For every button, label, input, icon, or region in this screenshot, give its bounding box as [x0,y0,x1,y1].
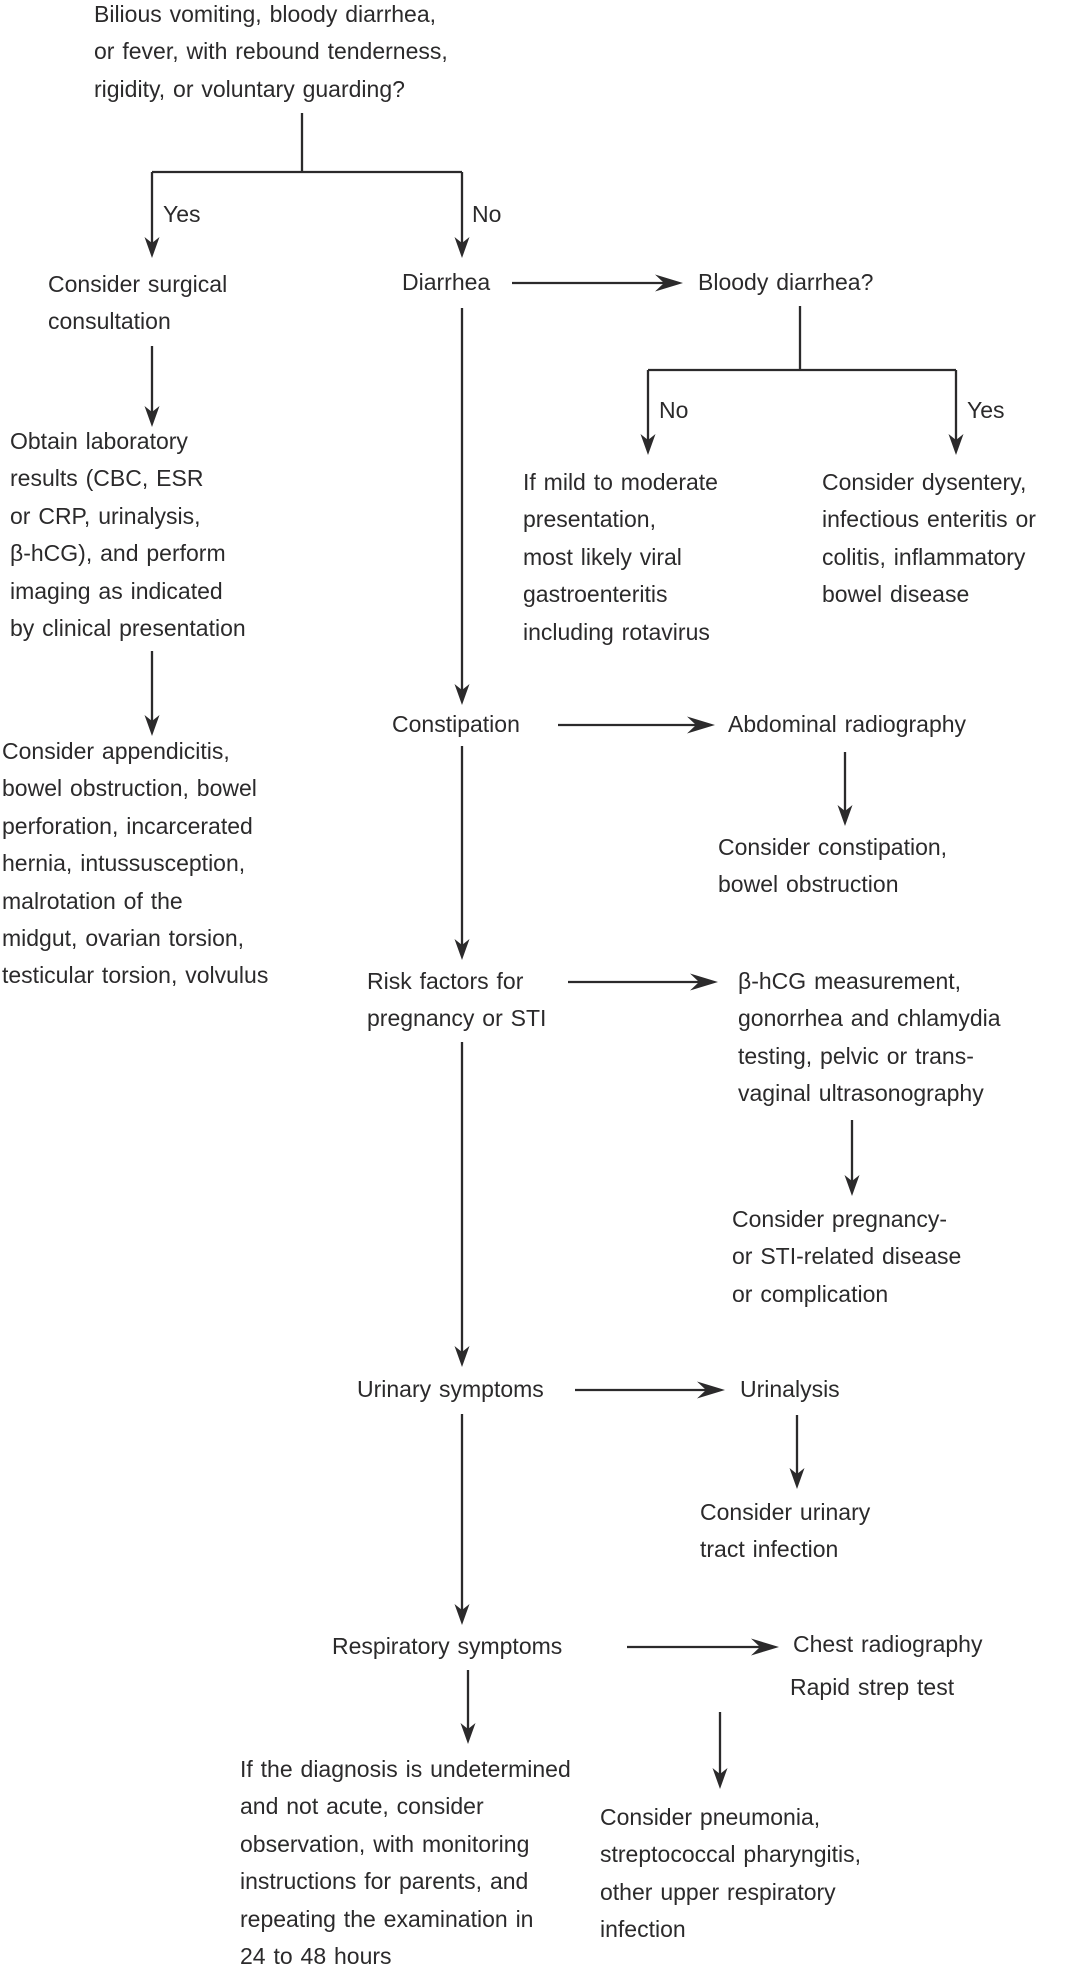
arrowhead-down-icon [454,1346,470,1367]
flow-arrow [454,746,470,960]
arrowhead-down-icon [454,939,470,960]
node-consider-constipation: Consider constipation, bowel obstruction [718,834,948,898]
node-diarrhea: Diarrhea [402,269,491,295]
node-risk-factors: Risk factors for pregnancy or STI [367,968,547,1032]
node-urinary-symptoms: Urinary symptoms [357,1376,544,1402]
arrowhead-down-icon [837,805,853,826]
flow-arrow [454,1414,470,1625]
flow-arrow [460,1670,476,1744]
flow-arrow [144,172,160,258]
arrowhead-right-icon [690,973,718,991]
node-consider-dysentery: Consider dysentery, infectious enteritis… [822,469,1036,608]
arrowhead-down-icon [640,434,656,455]
node-bloody-diarrhea: Bloody diarrhea? [698,269,874,295]
flow-arrow [454,1042,470,1367]
arrowhead-right-icon [751,1638,779,1656]
arrowhead-down-icon [144,715,160,736]
flow-arrow [144,346,160,427]
node-respiratory-symptoms: Respiratory symptoms [332,1633,563,1659]
arrowhead-down-icon [454,237,470,258]
flow-arrow [512,274,683,292]
node-chest-radiography: Chest radiography [793,1631,983,1657]
node-rapid-strep: Rapid strep test [790,1674,955,1700]
branch-label-no: No [472,201,502,227]
node-constipation: Constipation [392,711,520,737]
node-urinalysis: Urinalysis [740,1376,840,1402]
flow-arrow [789,1415,805,1489]
arrowhead-down-icon [454,684,470,705]
node-consider-surgical: Consider surgical consultation [48,271,228,335]
branch-label-no-inner: No [659,397,689,423]
arrowhead-down-icon [712,1768,728,1789]
arrowhead-right-icon [655,274,683,292]
flow-arrow [454,172,470,258]
arrowhead-right-icon [687,716,715,734]
node-consider-pregnancy: Consider pregnancy- or STI-related disea… [732,1206,962,1307]
arrowhead-down-icon [144,406,160,427]
node-if-diagnosis-undetermined: If the diagnosis is undetermined and not… [240,1756,571,1965]
arrowhead-right-icon [697,1381,725,1399]
node-if-mild: If mild to moderate presentation, most l… [523,469,718,645]
arrowhead-down-icon [844,1175,860,1196]
node-consider-pneumonia: Consider pneumonia, streptococcal pharyn… [600,1804,862,1943]
flow-arrow [844,1120,860,1196]
arrowhead-down-icon [144,237,160,258]
flow-arrow [627,1638,779,1656]
flow-arrow [837,752,853,826]
node-root-question: Bilious vomiting, bloody diarrhea, or fe… [94,1,448,102]
arrowhead-down-icon [460,1723,476,1744]
node-abdominal-radiography: Abdominal radiography [728,711,967,737]
node-bhcg-workup: β-hCG measurement, gonorrhea and chlamyd… [738,968,1001,1107]
flow-arrow [575,1381,725,1399]
branch-label-yes: Yes [163,201,201,227]
node-consider-urinary: Consider urinary tract infection [700,1499,871,1563]
arrowhead-down-icon [789,1468,805,1489]
flow-arrow [558,716,715,734]
flow-arrow [948,370,964,455]
flow-arrow [640,370,656,455]
flow-arrow [568,973,718,991]
node-obtain-lab: Obtain laboratory results (CBC, ESR or C… [10,428,246,642]
arrowhead-down-icon [454,1604,470,1625]
branch-label-yes-inner: Yes [967,397,1005,423]
flow-arrow [144,651,160,736]
node-consider-appendicitis: Consider appendicitis, bowel obstruction… [2,738,269,989]
flow-arrow [454,308,470,705]
arrowhead-down-icon [948,434,964,455]
flow-arrow [712,1712,728,1789]
